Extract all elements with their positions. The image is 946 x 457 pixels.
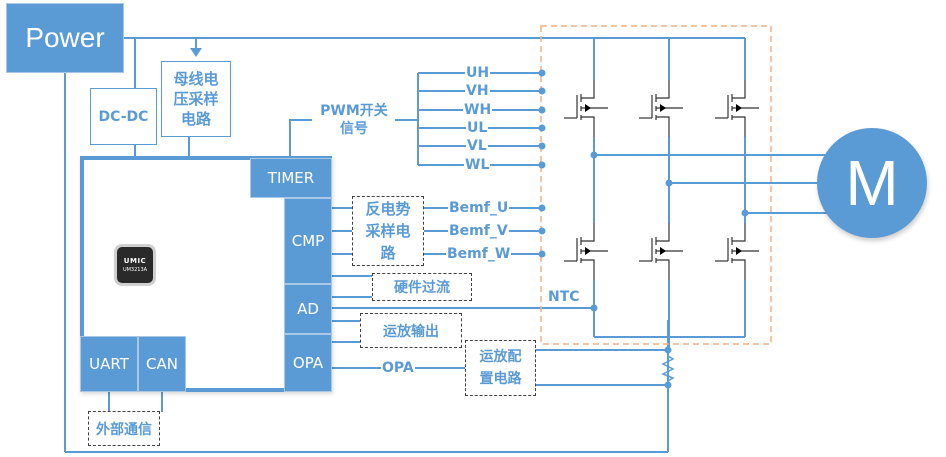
- pwm-signal-vl: VL: [466, 138, 488, 154]
- junction-dot: [538, 69, 546, 77]
- motor: M: [817, 128, 927, 238]
- pwm-signal-ul: UL: [466, 120, 489, 136]
- motor-label: M: [845, 147, 899, 219]
- ntc-label: NTC: [548, 289, 580, 305]
- pwm-label-line-2: 信号: [340, 121, 368, 137]
- mcu-chip: UMIC UM3213A: [117, 247, 153, 283]
- inverter-boundary: [540, 25, 772, 345]
- bemf-signal-w: Bemf_W: [446, 246, 512, 262]
- shunt-resistor: [661, 350, 675, 385]
- arrow-down-icon: [190, 48, 202, 57]
- opamp-output-label: 运放输出: [383, 323, 439, 340]
- external-comm-label: 外部通信: [96, 421, 152, 438]
- pwm-label: PWM开关 信号: [312, 100, 396, 140]
- junction-dot: [538, 124, 546, 132]
- junction-dot: [538, 227, 546, 235]
- bemf-signal-v: Bemf_V: [448, 223, 509, 239]
- mosfet-arrow-icon: [585, 247, 591, 255]
- can-label: CAN: [146, 355, 178, 373]
- bemf-sampling-circuit: 反电势 采样电 路: [352, 196, 424, 266]
- opamp-config-line-1: 运放配: [479, 349, 522, 365]
- sampling-line-1: 母线电: [173, 70, 219, 88]
- junction-dot: [538, 142, 546, 150]
- external-comm-block: 外部通信: [88, 411, 160, 446]
- opamp-config-line-2: 置电路: [479, 371, 522, 387]
- pwm-signal-wh: WH: [463, 102, 493, 118]
- opa-signal-label: OPA: [381, 360, 415, 376]
- timer-block: TIMER: [250, 158, 332, 198]
- cmp-block: CMP: [284, 198, 332, 284]
- mosfet-arrow-icon: [660, 247, 666, 255]
- bus-voltage-sampling-block: 母线电 压采样 电路: [161, 61, 231, 137]
- mosfet-arrow-icon: [660, 104, 666, 112]
- uart-block: UART: [80, 336, 138, 392]
- opa-label: OPA: [292, 354, 324, 372]
- junction-dot: [538, 161, 546, 169]
- bemf-circuit-line-2: 采样电: [365, 222, 411, 240]
- hw-overcurrent-label: 硬件过流: [394, 280, 450, 296]
- bemf-circuit-line-1: 反电势: [365, 200, 411, 218]
- dcdc-label: DC-DC: [98, 108, 149, 125]
- mosfet-arrow-icon: [736, 104, 742, 112]
- power-label: Power: [25, 22, 105, 53]
- junction-dot: [538, 87, 546, 95]
- junction-dot: [538, 204, 546, 212]
- junction-dot: [590, 151, 598, 159]
- opamp-config-block: 运放配 置电路: [465, 340, 536, 396]
- junction-dot: [664, 346, 672, 354]
- junction-dot: [664, 381, 672, 389]
- power-block: Power: [6, 3, 124, 73]
- pwm-signal-uh: UH: [465, 65, 491, 81]
- pwm-label-line-1: PWM开关: [320, 103, 388, 119]
- mosfet-switch: [715, 80, 759, 137]
- cmp-label: CMP: [291, 232, 325, 250]
- can-block: CAN: [138, 336, 186, 392]
- mosfet-arrow-icon: [585, 104, 591, 112]
- opamp-output-block: 运放输出: [360, 313, 462, 348]
- uart-label: UART: [89, 355, 129, 373]
- mosfet-switch: [564, 223, 608, 280]
- junction-dot: [590, 304, 598, 312]
- junction-dot: [538, 250, 546, 258]
- mosfet-switch: [715, 223, 759, 280]
- pwm-signal-wl: WL: [464, 157, 491, 173]
- dcdc-block: DC-DC: [90, 88, 157, 145]
- bemf-signal-u: Bemf_U: [448, 200, 510, 216]
- pwm-signal-vh: VH: [465, 83, 490, 99]
- ad-label: AD: [297, 300, 319, 318]
- bemf-circuit-line-3: 路: [380, 244, 396, 262]
- junction-dot: [538, 106, 546, 114]
- opa-block: OPA: [284, 334, 332, 392]
- timer-label: TIMER: [267, 169, 315, 187]
- mosfet-switch: [564, 80, 608, 137]
- chip-brand: UMIC: [123, 256, 147, 265]
- ad-block: AD: [284, 284, 332, 334]
- chip-part: UM3213A: [122, 266, 148, 273]
- mosfet-switch: [639, 223, 683, 280]
- mosfet-switch: [639, 80, 683, 137]
- hw-overcurrent-block: 硬件过流: [372, 273, 472, 301]
- sampling-line-2: 压采样: [173, 90, 219, 108]
- junction-dot: [665, 179, 673, 187]
- sampling-line-3: 电路: [180, 110, 211, 128]
- mosfet-arrow-icon: [736, 247, 742, 255]
- timer-to-pwm-line: [289, 119, 312, 158]
- junction-dot: [741, 209, 749, 217]
